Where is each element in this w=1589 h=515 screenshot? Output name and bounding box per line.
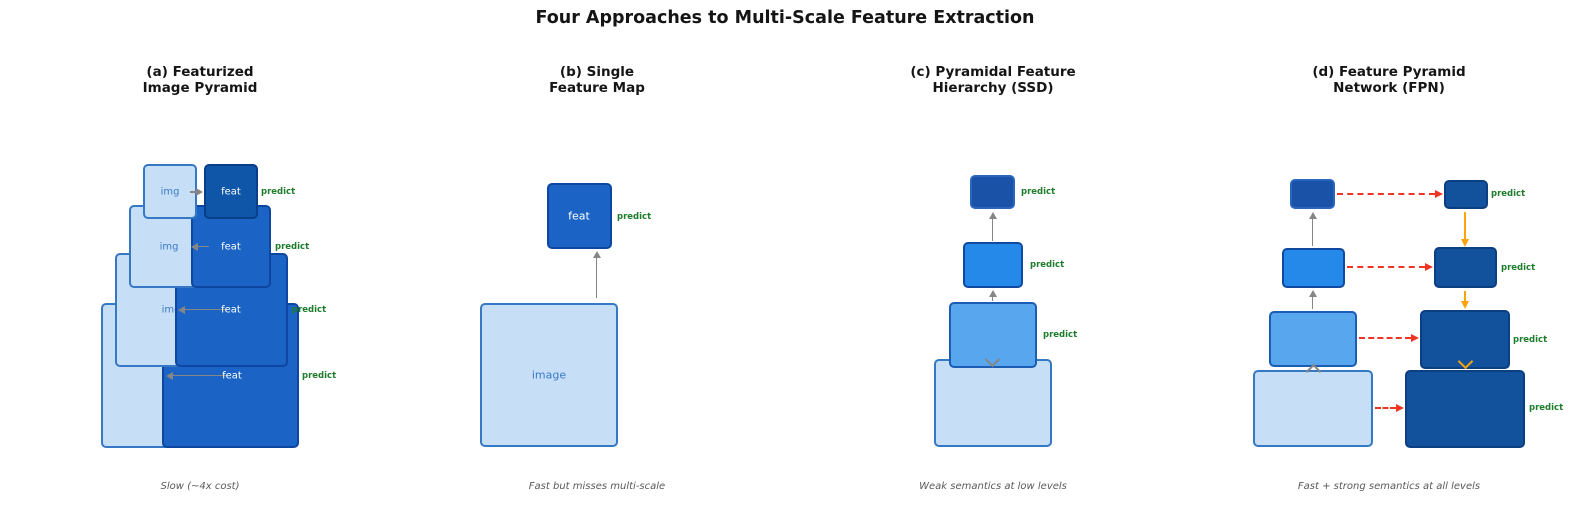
d-lateral-arrow-2 [1347,266,1425,268]
d-lateral-arrow-1-head [1435,189,1443,198]
panel-d-title-line1: (d) Feature Pyramid [1312,64,1466,80]
b-up-arrow-head [593,251,601,258]
a-img-feat-arrow-2-head [191,242,198,251]
panel-b-title-line2: Feature Map [549,80,645,96]
c-up-arrow-2 [991,296,994,301]
a-predict-label-3: predict [292,304,327,315]
a-image-label-1: img [160,186,180,198]
d-up-arrow-1-head [1308,212,1317,219]
d-lateral-arrow-2-head [1425,262,1433,271]
d-predict-label-2: predict [1501,262,1536,273]
panel-b-title: (b) Single Feature Map [549,64,645,96]
panel-a-title-line1: (a) Featurized [146,64,254,80]
d-predict-label-3: predict [1513,334,1548,345]
a-img-feat-arrow-1-head [196,188,203,196]
panel-b-title-line1: (b) Single [559,64,635,80]
d-topdown-arrow-2-head [1460,301,1469,309]
panel-a-title: (a) Featurized Image Pyramid [143,64,258,96]
a-predict-label-1: predict [261,187,296,197]
a-predict-label-4: predict [302,370,337,381]
a-img-feat-arrow-2 [198,245,209,248]
figure-title: Four Approaches to Multi-Scale Feature E… [535,8,1035,28]
c-predict-label-2: predict [1030,259,1065,270]
c-level-box-1 [970,175,1015,209]
d-up-arrow-2 [1311,296,1314,309]
d-up-arrow-1 [1311,218,1314,246]
d-lateral-arrow-4 [1375,407,1396,409]
a-image-label-2: img [159,241,179,252]
a-feature-label-2: feat [221,241,241,252]
a-feature-label-4: feat [222,370,242,381]
c-up-arrow-2-head [989,290,997,297]
c-level-box-3 [949,302,1037,368]
panel-a-title-line2: Image Pyramid [142,80,258,96]
panel-b-caption: Fast but misses multi-scale [528,481,666,492]
a-img-feat-arrow-3 [185,308,228,311]
panel-a-caption: Slow (~4x cost) [160,481,240,492]
d-lateral-arrow-3 [1359,337,1411,339]
d-lateral-arrow-3-head [1411,333,1419,342]
a-img-feat-arrow-3-head [178,305,185,314]
d-predict-label-4: predict [1529,403,1564,413]
a-img-feat-arrow-1 [190,191,196,193]
c-up-arrow-1 [991,218,994,241]
b-up-arrow [595,257,598,298]
b-image-label: image [531,368,567,382]
a-img-feat-arrow-4-head [166,371,173,380]
c-up-arrow-1-head [989,212,997,219]
panel-d-caption: Fast + strong semantics at all levels [1297,481,1481,492]
d-topdown-box-2 [1434,247,1497,288]
a-img-feat-arrow-4 [173,374,227,377]
a-predict-label-2: predict [275,241,310,252]
d-bottomup-box-4 [1253,370,1373,447]
c-predict-label-3: predict [1043,330,1078,340]
d-topdown-box-1 [1444,180,1488,209]
d-topdown-box-4 [1405,370,1525,448]
d-lateral-arrow-1 [1337,193,1435,195]
d-predict-label-1: predict [1491,189,1526,199]
d-topdown-arrow-1-head [1460,239,1469,247]
panel-d-title-line2: Network (FPN) [1333,80,1445,96]
panel-c-title-line2: Hierarchy (SSD) [932,80,1054,96]
c-predict-label-1: predict [1021,187,1056,197]
b-feature-label: feat [568,209,590,223]
d-bottomup-box-2 [1282,248,1345,288]
d-topdown-arrow-2 [1463,291,1467,301]
d-bottomup-box-3 [1269,311,1357,367]
panel-d-title: (d) Feature Pyramid Network (FPN) [1312,64,1465,96]
c-level-box-4 [934,359,1052,447]
d-lateral-arrow-4-head [1396,403,1404,412]
b-feature-box [547,183,612,249]
panel-c-caption: Weak semantics at low levels [919,481,1067,492]
d-topdown-arrow-1 [1463,212,1467,239]
d-bottomup-box-1 [1290,179,1335,209]
a-image-label-3: img [161,304,181,315]
c-level-box-2 [963,242,1023,288]
d-up-arrow-2-head [1308,290,1317,297]
panel-c-title-line1: (c) Pyramidal Feature [910,64,1076,80]
a-feature-label-1: feat [221,186,241,198]
a-feature-box-1 [204,164,258,219]
b-image-box [480,303,618,447]
d-topdown-box-3 [1420,310,1510,369]
a-feature-label-3: feat [221,304,241,315]
b-predict-label: predict [617,211,652,222]
panel-c-title: (c) Pyramidal Feature Hierarchy (SSD) [910,64,1075,96]
